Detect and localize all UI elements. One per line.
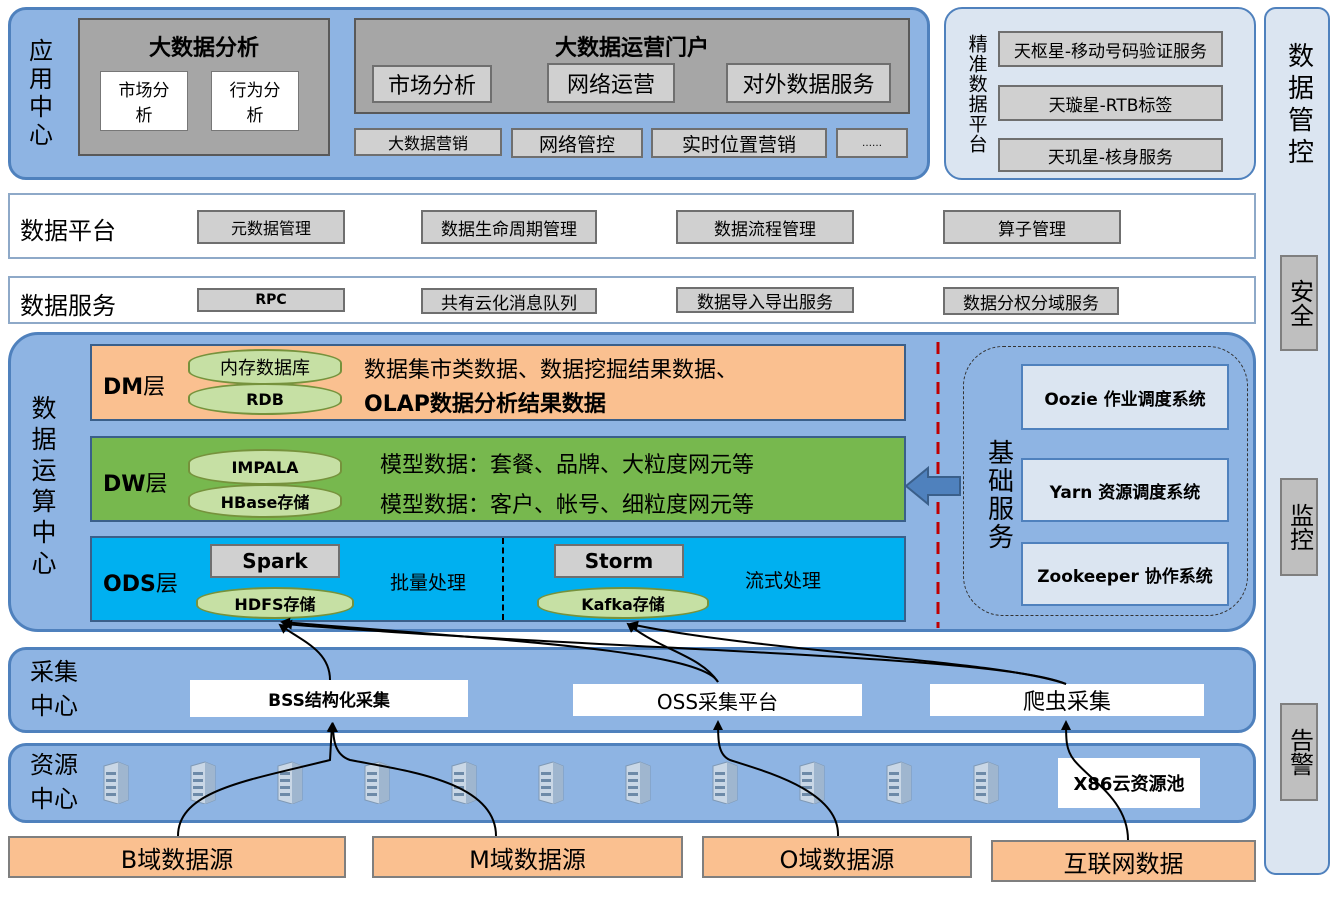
service-zookeeper[interactable]: Zookeeper 协作系统 (1021, 542, 1229, 606)
governance-monitoring[interactable]: 监控 (1280, 478, 1318, 576)
data-service-item-rpc[interactable]: RPC (197, 288, 345, 312)
ods-kafka-cylinder: Kafka存储 (537, 587, 709, 619)
ods-layer-label: ODS层 (103, 572, 178, 597)
portal-more[interactable]: …… (836, 128, 908, 158)
server-icon (100, 760, 129, 805)
server-icon (274, 760, 303, 805)
basic-services-panel (963, 346, 1248, 616)
collection-oss[interactable]: OSS采集平台 (573, 684, 862, 716)
compute-center-title: 数据运算中心 (28, 395, 57, 581)
dw-layer-label: DW层 (103, 472, 168, 497)
data-platform-item-flow[interactable]: 数据流程管理 (676, 210, 854, 244)
big-data-analysis-title: 大数据分析 (148, 36, 259, 61)
precision-service-2[interactable]: 天璇星-RTB标签 (998, 85, 1223, 121)
data-platform-item-metadata[interactable]: 元数据管理 (197, 210, 345, 244)
x86-pool-label: X86云资源池 (1058, 758, 1200, 808)
dw-desc-line1: 模型数据：套餐、品牌、大粒度网元等 (380, 453, 755, 478)
dm-layer-label: DM层 (103, 375, 166, 400)
dm-cylinder-rdb: RDB (188, 383, 342, 415)
service-yarn[interactable]: Yarn 资源调度系统 (1021, 458, 1229, 522)
precision-service-3[interactable]: 天玑星-核身服务 (998, 138, 1223, 172)
resource-center-title: 资源中心 (30, 751, 78, 813)
precision-service-1[interactable]: 天枢星-移动号码验证服务 (998, 31, 1223, 67)
server-icon (361, 760, 390, 805)
dm-desc-line2: OLAP数据分析结果数据 (364, 392, 606, 417)
dw-cylinder-impala: IMPALA (188, 449, 342, 485)
data-service-item-mq[interactable]: 共有云化消息队列 (421, 288, 597, 314)
server-icon (796, 760, 825, 805)
dw-cylinder-hbase: HBase存储 (188, 484, 342, 518)
source-internet[interactable]: 互联网数据 (991, 840, 1256, 882)
portal-network-control[interactable]: 网络管控 (511, 128, 643, 158)
source-m-domain[interactable]: M域数据源 (372, 836, 683, 878)
portal-network-operation[interactable]: 网络运营 (547, 63, 675, 103)
portal-market-analysis[interactable]: 市场分析 (372, 65, 492, 103)
source-o-domain[interactable]: O域数据源 (702, 836, 972, 878)
basic-services-title: 基础服务 (983, 439, 1014, 551)
source-b-domain[interactable]: B域数据源 (8, 836, 346, 878)
behavior-analysis-box[interactable]: 行为分析 (211, 71, 299, 131)
data-platform-item-operator[interactable]: 算子管理 (943, 210, 1121, 244)
portal-title: 大数据运营门户 (554, 36, 709, 61)
dm-desc-line1: 数据集市类数据、数据挖掘结果数据、 (364, 358, 739, 383)
data-platform-title: 数据平台 (20, 217, 116, 245)
portal-realtime-location-marketing[interactable]: 实时位置营销 (651, 128, 827, 158)
server-icon (448, 760, 477, 805)
collection-crawler[interactable]: 爬虫采集 (930, 684, 1204, 716)
server-icon (970, 760, 999, 805)
server-icon (535, 760, 564, 805)
data-service-title: 数据服务 (20, 292, 116, 320)
data-service-item-import-export[interactable]: 数据导入导出服务 (676, 287, 854, 313)
data-service-item-auth[interactable]: 数据分权分域服务 (943, 287, 1119, 315)
portal-external-data-service[interactable]: 对外数据服务 (726, 63, 891, 103)
governance-alert[interactable]: 告警 (1280, 703, 1318, 801)
governance-title: 数据管控 (1283, 42, 1314, 170)
service-oozie[interactable]: Oozie 作业调度系统 (1021, 364, 1229, 430)
market-analysis-box[interactable]: 市场分析 (100, 71, 188, 131)
server-icon (883, 760, 912, 805)
ods-divider (502, 538, 504, 620)
app-center-title: 应用中心 (24, 38, 53, 150)
ods-hdfs-cylinder: HDFS存储 (196, 587, 354, 619)
ods-spark-box[interactable]: Spark (210, 544, 340, 578)
dw-desc-line2: 模型数据：客户、帐号、细粒度网元等 (380, 493, 755, 518)
dm-cylinder-memory-db: 内存数据库 (188, 349, 342, 385)
precision-platform-title: 精准数据平台 (965, 34, 988, 154)
governance-security[interactable]: 安全 (1280, 255, 1318, 351)
portal-big-data-marketing[interactable]: 大数据营销 (354, 128, 502, 156)
ods-storm-box[interactable]: Storm (554, 544, 684, 578)
collection-center-title: 采集中心 (30, 658, 78, 720)
server-icon (709, 760, 738, 805)
data-platform-item-lifecycle[interactable]: 数据生命周期管理 (421, 210, 597, 244)
ods-batch-label: 批量处理 (390, 572, 467, 594)
server-icon (622, 760, 651, 805)
server-icon (187, 760, 216, 805)
ods-stream-label: 流式处理 (745, 570, 822, 592)
collection-bss[interactable]: BSS结构化采集 (190, 680, 468, 717)
